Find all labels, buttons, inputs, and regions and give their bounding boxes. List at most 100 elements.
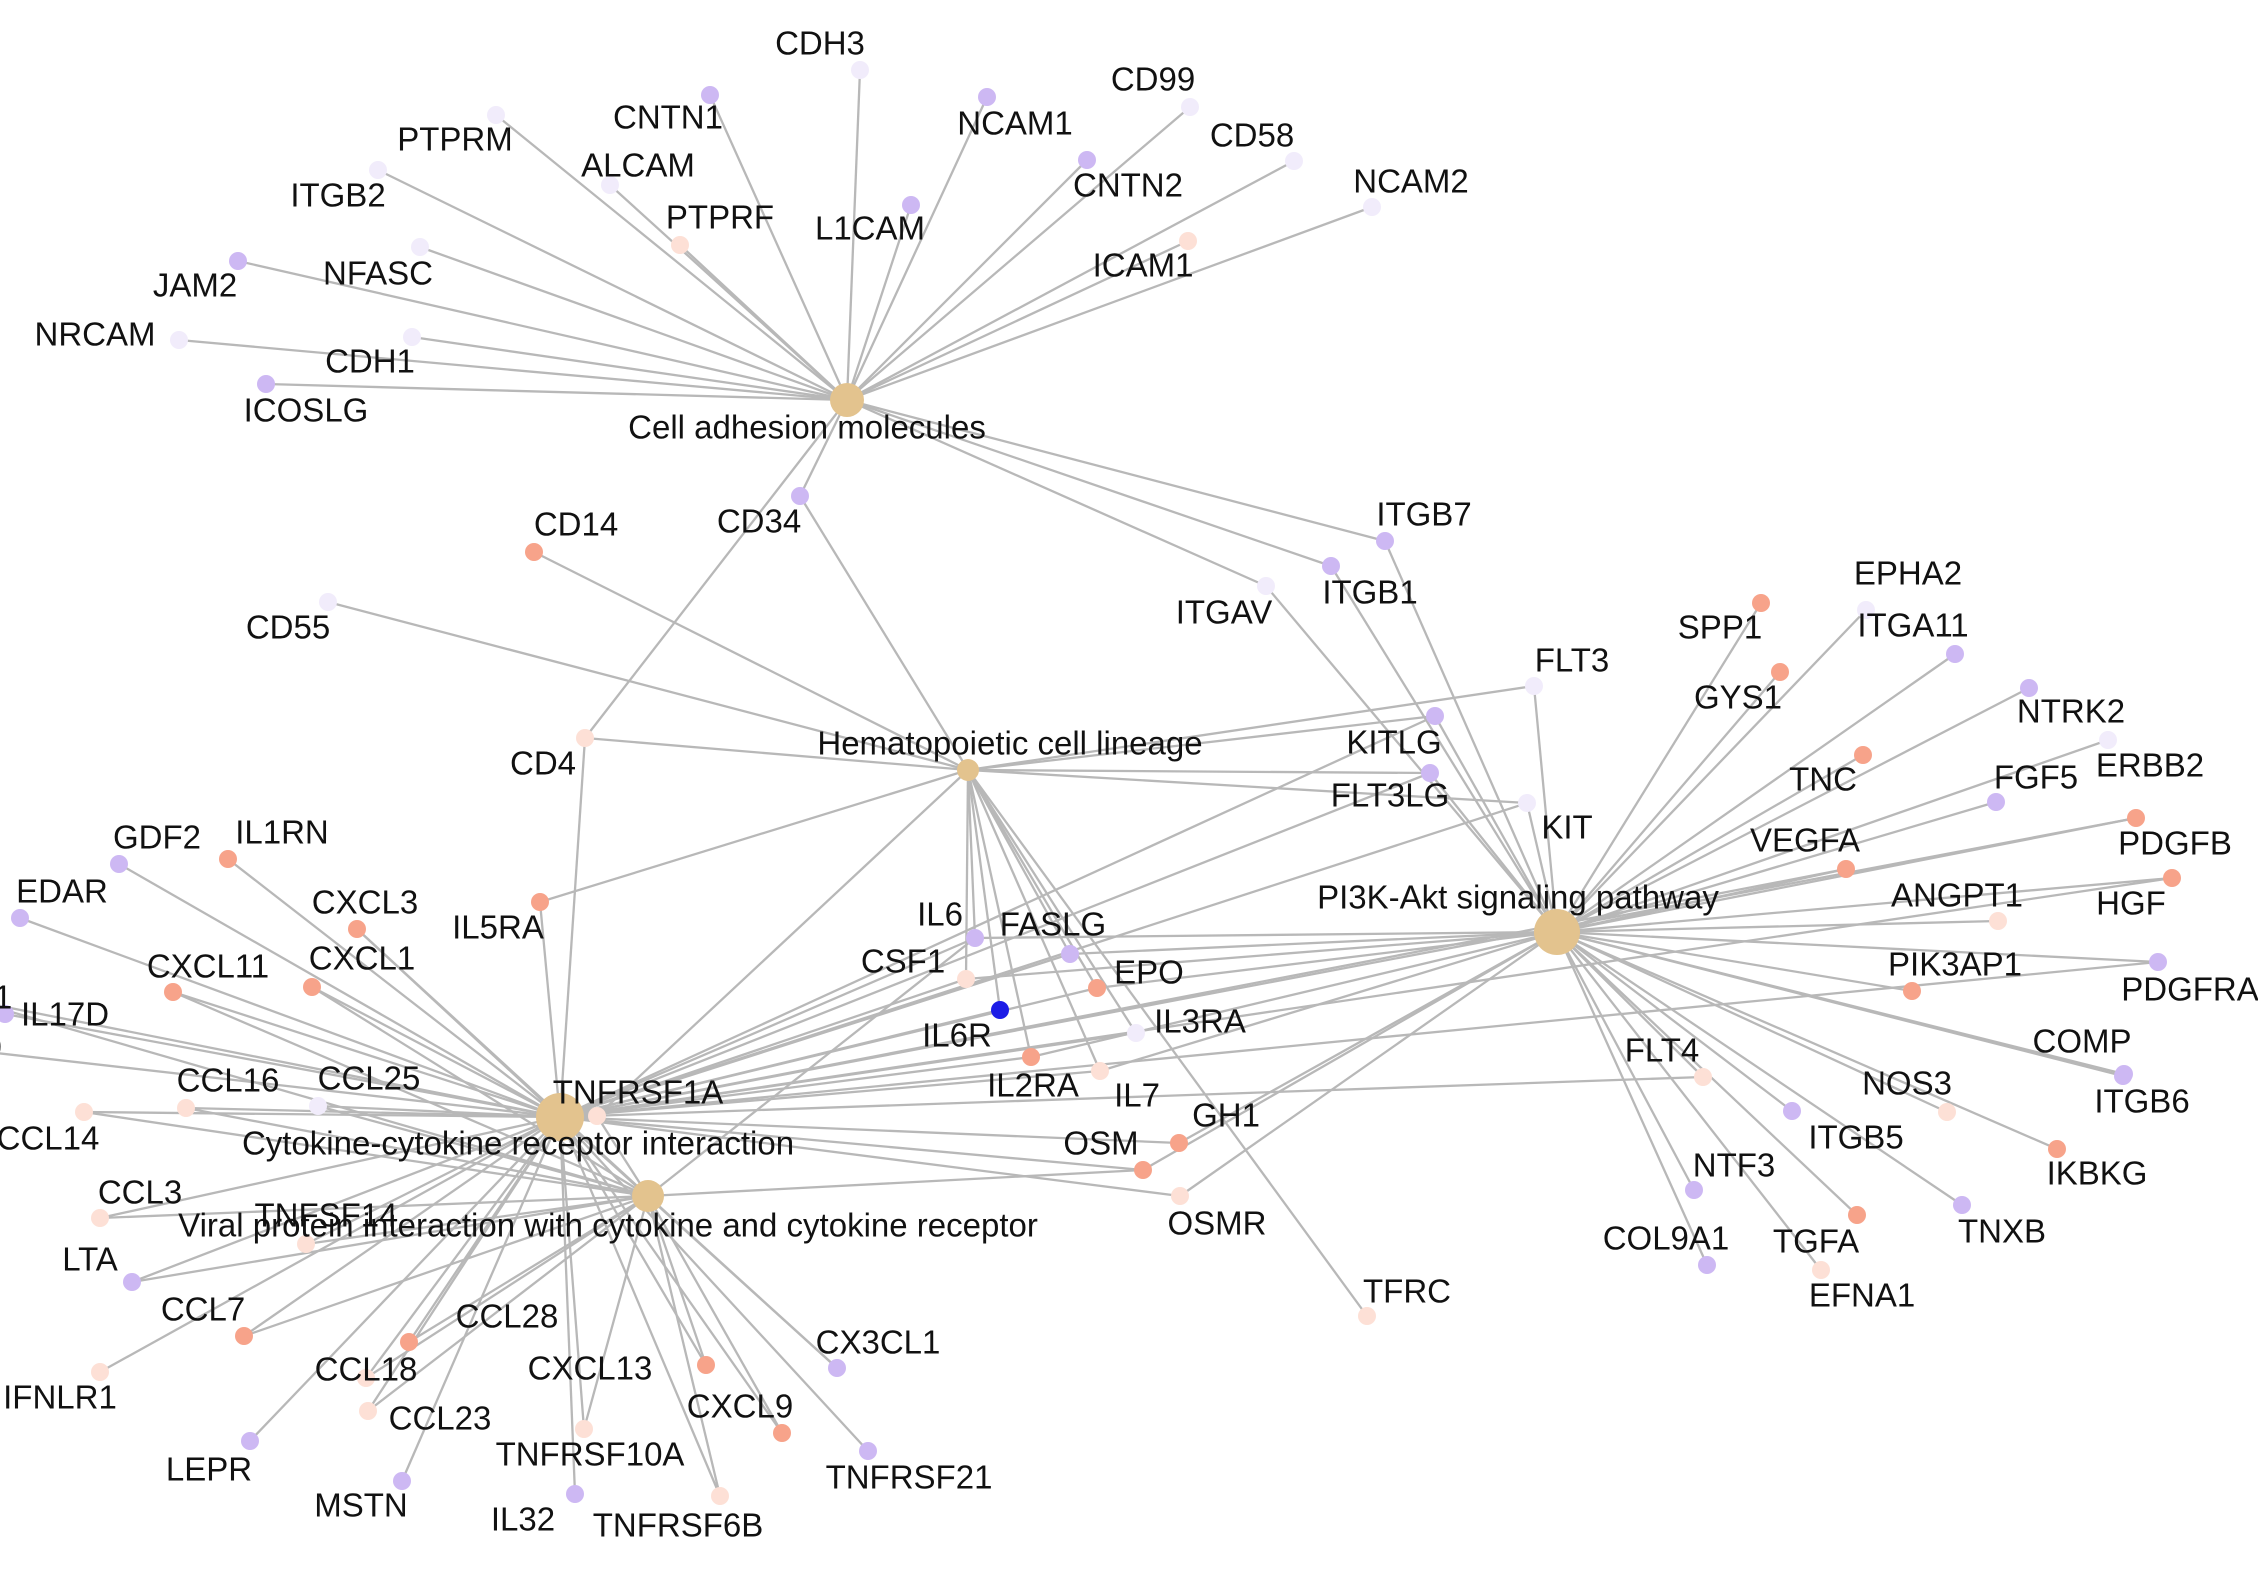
gene-node-l1cam[interactable] xyxy=(902,196,920,214)
gene-node-ccl7[interactable] xyxy=(235,1327,253,1345)
gene-node-cdh1[interactable] xyxy=(403,328,421,346)
gene-node-itgb7[interactable] xyxy=(1376,532,1394,550)
gene-node-cntn1[interactable] xyxy=(701,86,719,104)
gene-node-icam1[interactable] xyxy=(1179,232,1197,250)
gene-node-il3ra[interactable] xyxy=(1127,1024,1145,1042)
gene-node-mstn[interactable] xyxy=(393,1472,411,1490)
gene-node-flt3[interactable] xyxy=(1525,677,1543,695)
gene-node-ccl16[interactable] xyxy=(177,1099,195,1117)
gene-node-itgb6[interactable] xyxy=(2115,1065,2133,1083)
gene-node-csf1[interactable] xyxy=(957,970,975,988)
gene-node-cntn2[interactable] xyxy=(1078,151,1096,169)
gene-node-il5ra[interactable] xyxy=(531,893,549,911)
gene-node-il17d[interactable] xyxy=(0,1005,14,1023)
gene-node-ptprm[interactable] xyxy=(487,106,505,124)
gene-node-tnfsf14[interactable] xyxy=(297,1235,315,1253)
gene-node-gdf2[interactable] xyxy=(110,855,128,873)
gene-node-il32[interactable] xyxy=(566,1485,584,1503)
gene-node-cxcl13[interactable] xyxy=(697,1356,715,1374)
gene-node-angpt1[interactable] xyxy=(1989,912,2007,930)
gene-node-hgf[interactable] xyxy=(2163,869,2181,887)
gene-node-edar[interactable] xyxy=(11,909,29,927)
gene-node-cd14[interactable] xyxy=(525,543,543,561)
gene-node-tfrc[interactable] xyxy=(1358,1307,1376,1325)
gene-node-osmr[interactable] xyxy=(1171,1187,1189,1205)
gene-node-ccl28[interactable] xyxy=(400,1333,418,1351)
gene-node-ccl18[interactable] xyxy=(357,1369,375,1387)
gene-node-faslg[interactable] xyxy=(1061,945,1079,963)
gene-node-itgb5[interactable] xyxy=(1783,1102,1801,1120)
gene-node-tnfrsf10a[interactable] xyxy=(575,1420,593,1438)
gene-node-ncam2[interactable] xyxy=(1363,198,1381,216)
gene-node-erbb2[interactable] xyxy=(2099,731,2117,749)
gene-node-il6[interactable] xyxy=(966,929,984,947)
gene-node-alcam[interactable] xyxy=(601,176,619,194)
gene-node-cd4[interactable] xyxy=(576,729,594,747)
gene-node-tnfrsf6b[interactable] xyxy=(711,1487,729,1505)
edge-ccr-faslg xyxy=(559,952,1071,1119)
gene-node-itgb2[interactable] xyxy=(369,161,387,179)
gene-node-il6r[interactable] xyxy=(991,1001,1009,1019)
pathway-node-hcl[interactable] xyxy=(957,759,979,781)
gene-node-kit[interactable] xyxy=(1518,794,1536,812)
gene-node-tnxb[interactable] xyxy=(1953,1196,1971,1214)
gene-node-gh1[interactable] xyxy=(1170,1134,1188,1152)
gene-node-tnc[interactable] xyxy=(1854,746,1872,764)
gene-node-fgf5[interactable] xyxy=(1987,793,2005,811)
gene-node-lta[interactable] xyxy=(123,1273,141,1291)
gene-node-pdgfra[interactable] xyxy=(2149,953,2167,971)
gene-node-col9a1[interactable] xyxy=(1698,1256,1716,1274)
gene-node-spp1[interactable] xyxy=(1752,594,1770,612)
gene-node-cxcl3[interactable] xyxy=(348,920,366,938)
gene-node-ntrk2[interactable] xyxy=(2020,679,2038,697)
gene-node-cx3cl1[interactable] xyxy=(828,1359,846,1377)
gene-node-jam2[interactable] xyxy=(229,252,247,270)
gene-node-vegfa[interactable] xyxy=(1837,860,1855,878)
gene-node-il2ra[interactable] xyxy=(1022,1048,1040,1066)
gene-node-pik3ap1[interactable] xyxy=(1903,982,1921,1000)
gene-node-ntf3[interactable] xyxy=(1685,1181,1703,1199)
gene-node-ptprf[interactable] xyxy=(671,236,689,254)
gene-node-cd34[interactable] xyxy=(791,487,809,505)
pathway-node-ccr[interactable] xyxy=(536,1093,584,1141)
gene-node-epo[interactable] xyxy=(1088,979,1106,997)
gene-node-kitlg[interactable] xyxy=(1426,707,1444,725)
pathway-node-cam[interactable] xyxy=(830,383,864,417)
gene-node-osm[interactable] xyxy=(1134,1161,1152,1179)
gene-node-tnfrsf21[interactable] xyxy=(859,1442,877,1460)
gene-node-itgav[interactable] xyxy=(1257,577,1275,595)
gene-node-nos3[interactable] xyxy=(1938,1103,1956,1121)
gene-node-ifnlr1[interactable] xyxy=(91,1363,109,1381)
gene-node-ccl23[interactable] xyxy=(359,1402,377,1420)
gene-node-nrcam[interactable] xyxy=(170,331,188,349)
gene-node-cxcl1[interactable] xyxy=(303,978,321,996)
gene-node-il1rn[interactable] xyxy=(219,850,237,868)
gene-node-cd99[interactable] xyxy=(1181,98,1199,116)
gene-node-epha2[interactable] xyxy=(1857,601,1875,619)
gene-node-lepr[interactable] xyxy=(241,1432,259,1450)
gene-node-ccl25[interactable] xyxy=(309,1097,327,1115)
gene-node-ncam1[interactable] xyxy=(978,88,996,106)
gene-node-cd55[interactable] xyxy=(319,593,337,611)
gene-node-efna1[interactable] xyxy=(1812,1261,1830,1279)
gene-node-ccl3[interactable] xyxy=(91,1209,109,1227)
gene-node-ccl14[interactable] xyxy=(75,1103,93,1121)
gene-node-cd58[interactable] xyxy=(1285,152,1303,170)
gene-node-tgfa[interactable] xyxy=(1848,1206,1866,1224)
gene-node-itga11[interactable] xyxy=(1946,645,1964,663)
gene-node-flt4[interactable] xyxy=(1694,1068,1712,1086)
gene-node-pdgfb[interactable] xyxy=(2127,809,2145,827)
gene-node-nfasc[interactable] xyxy=(411,238,429,256)
pathway-node-vpi[interactable] xyxy=(632,1180,664,1212)
gene-node-cxcl9[interactable] xyxy=(773,1424,791,1442)
gene-node-il7[interactable] xyxy=(1091,1062,1109,1080)
gene-node-flt3lg[interactable] xyxy=(1421,764,1439,782)
gene-node-tnfrsf1a[interactable] xyxy=(588,1107,606,1125)
gene-node-itgb1[interactable] xyxy=(1322,557,1340,575)
gene-node-gys1[interactable] xyxy=(1771,663,1789,681)
gene-node-cxcl11[interactable] xyxy=(164,983,182,1001)
gene-node-icoslg[interactable] xyxy=(257,375,275,393)
gene-node-ikbkg[interactable] xyxy=(2048,1140,2066,1158)
gene-node-cdh3[interactable] xyxy=(851,61,869,79)
pathway-node-pi3k[interactable] xyxy=(1534,909,1580,955)
